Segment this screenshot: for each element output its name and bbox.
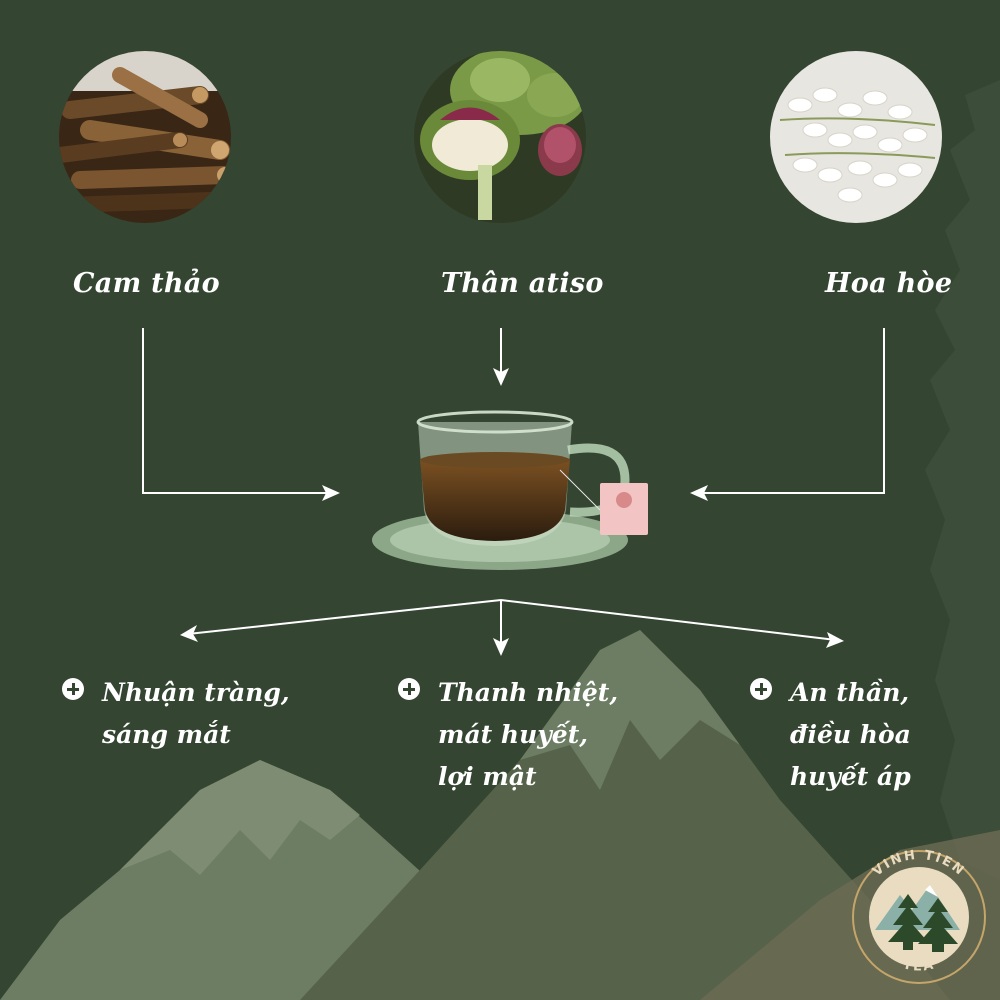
tea-liquid: [420, 460, 570, 541]
arrowhead-out-left: [180, 625, 198, 642]
arrow-left-in: [142, 328, 332, 494]
ingredient-label-cam-thao: Cam thảo: [73, 268, 220, 299]
benefit-3-line-1: An thần,: [790, 678, 910, 707]
pagoda-flower-photo: [770, 51, 942, 223]
mountain-center: [300, 630, 950, 1000]
benefit-item-3: An thần, điều hòa huyết áp: [750, 672, 911, 798]
artichoke-photo: [414, 51, 586, 223]
benefit-1-line-1: Nhuận tràng,: [102, 678, 290, 707]
pine-tree-left: [888, 894, 928, 950]
pine-tree-right: [918, 898, 958, 952]
benefit-2-line-1: Thanh nhiệt,: [438, 678, 619, 707]
arrowhead-center-in: [493, 368, 509, 386]
licorice-root-photo: [59, 51, 231, 223]
benefit-2-line-2: mát huyết,: [438, 720, 588, 749]
ingredient-label-hoa-hoe: Hoa hòe: [825, 268, 953, 299]
benefit-2-line-3: lợi mật: [438, 762, 537, 791]
logo-bottom-text: TEA: [901, 957, 934, 974]
plus-circle-icon: [398, 678, 420, 700]
arrow-out-left: [187, 599, 502, 635]
benefit-item-2: Thanh nhiệt, mát huyết, lợi mật: [398, 672, 618, 798]
flow-arrows: [142, 328, 885, 648]
benefit-3-line-2: điều hòa: [790, 720, 911, 749]
arrowhead-out-right: [826, 632, 844, 648]
arrowhead-right-in: [690, 485, 708, 501]
benefit-item-1: Nhuận tràng, sáng mắt: [62, 672, 290, 756]
svg-text:TEA: TEA: [901, 957, 936, 974]
tea-bag-tag: [600, 483, 648, 535]
side-mist-shape: [925, 80, 1000, 880]
arrowhead-left-in: [322, 485, 340, 501]
tea-cup-photo: [372, 410, 648, 570]
cup-handle: [567, 443, 630, 517]
plus-circle-icon: [750, 678, 772, 700]
benefit-1-line-2: sáng mắt: [102, 720, 231, 749]
arrow-right-in: [698, 328, 885, 494]
plus-circle-icon: [62, 678, 84, 700]
arrowhead-out-center: [493, 638, 509, 656]
ingredient-label-than-atiso: Thân atiso: [441, 268, 604, 299]
arrow-heads: [180, 368, 844, 656]
arrow-out-right: [500, 599, 837, 641]
benefit-3-line-3: huyết áp: [790, 762, 911, 791]
